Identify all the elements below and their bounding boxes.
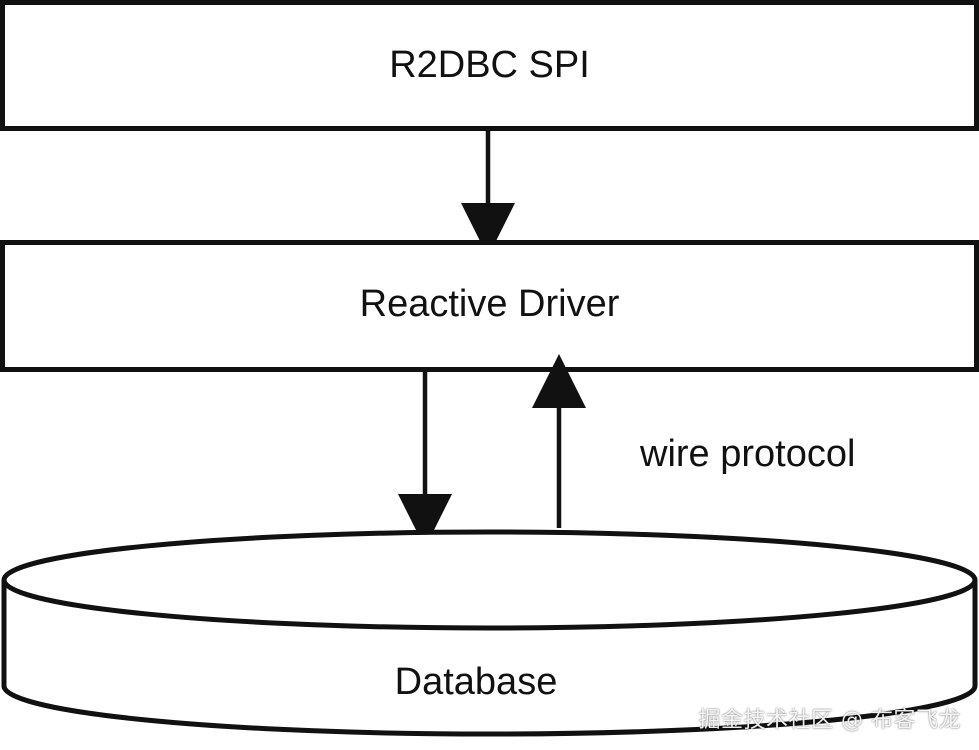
watermark-text: 掘金技术社区 @ 布客飞龙 — [698, 708, 961, 733]
wire-protocol-label: wire protocol — [639, 433, 855, 475]
database-cylinder-top — [1, 529, 978, 631]
database-label: Database — [395, 661, 558, 703]
r2dbc-spi-label: R2DBC SPI — [389, 44, 590, 86]
reactive-driver-box — [0, 240, 979, 372]
reactive-driver-label: Reactive Driver — [360, 283, 620, 325]
r2dbc-spi-box — [0, 0, 979, 131]
